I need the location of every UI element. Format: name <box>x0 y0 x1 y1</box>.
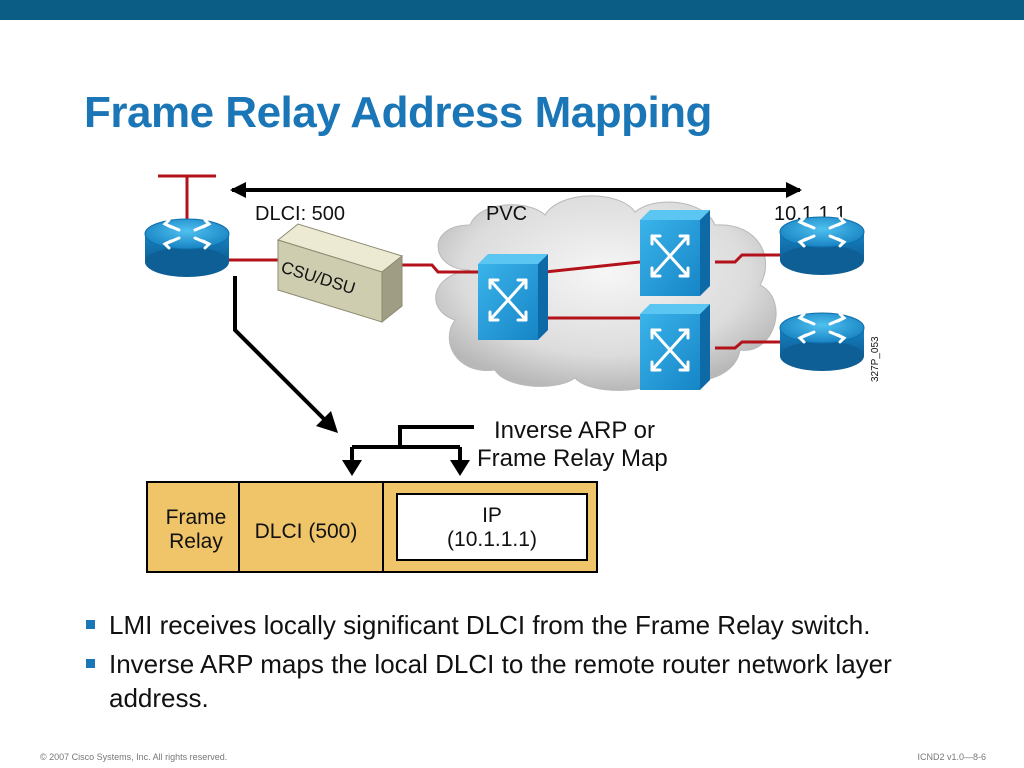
figure-code: 327P_053 <box>870 336 881 382</box>
remote-router-1-icon <box>778 215 866 277</box>
frame-cell-line1: Frame <box>166 506 227 529</box>
ip-cell-box <box>396 493 588 561</box>
dlci-cell: DLCI (500) <box>255 520 358 543</box>
mapping-table: Frame Relay DLCI (500) IP (10.1.1.1) <box>146 481 598 573</box>
link-csu-cloud <box>400 263 478 274</box>
top-banner <box>0 0 1024 20</box>
bullet-text: Inverse ARP maps the local DLCI to the r… <box>109 649 892 713</box>
frame-relay-switch-2-icon <box>638 208 712 298</box>
frame-relay-switch-3-icon <box>638 302 712 392</box>
ip-cell-line2: (10.1.1.1) <box>447 528 537 551</box>
remote-router-2-icon <box>778 311 866 373</box>
network-links <box>158 174 782 350</box>
footer-copyright: © 2007 Cisco Systems, Inc. All rights re… <box>40 752 228 762</box>
link-sw1-sw2 <box>544 260 641 274</box>
bullet-list: LMI receives locally significant DLCI fr… <box>84 608 984 720</box>
link-sw3-router <box>715 340 782 350</box>
local-router-icon <box>143 217 231 279</box>
footer-course-code: ICND2 v1.0—8-6 <box>917 752 986 762</box>
mapping-caption-line1: Inverse ARP or <box>494 417 655 444</box>
dlci-label: DLCI: 500 <box>255 203 345 225</box>
pvc-label: PVC <box>486 203 527 225</box>
square-bullet-icon <box>86 620 95 629</box>
link-sw2-router <box>715 253 782 264</box>
ip-cell-line1: IP <box>482 504 502 527</box>
csu-dsu-icon: CSU/DSU <box>276 223 404 324</box>
frame-relay-switch-1-icon <box>476 252 550 342</box>
frame-relay-diagram: DLCI: 500 PVC 10.1.1.1 CSU/DSU 327P_053 … <box>143 174 881 573</box>
bullet-item: LMI receives locally significant DLCI fr… <box>84 608 984 642</box>
square-bullet-icon <box>86 659 95 668</box>
bullet-text: LMI receives locally significant DLCI fr… <box>109 610 871 640</box>
mapping-arrows <box>233 276 474 476</box>
bullet-item: Inverse ARP maps the local DLCI to the r… <box>84 647 984 715</box>
frame-cell-line2: Relay <box>169 530 223 553</box>
slide-title: Frame Relay Address Mapping <box>84 88 712 137</box>
mapping-caption-line2: Frame Relay Map <box>477 445 668 472</box>
pvc-arrow <box>230 182 802 198</box>
